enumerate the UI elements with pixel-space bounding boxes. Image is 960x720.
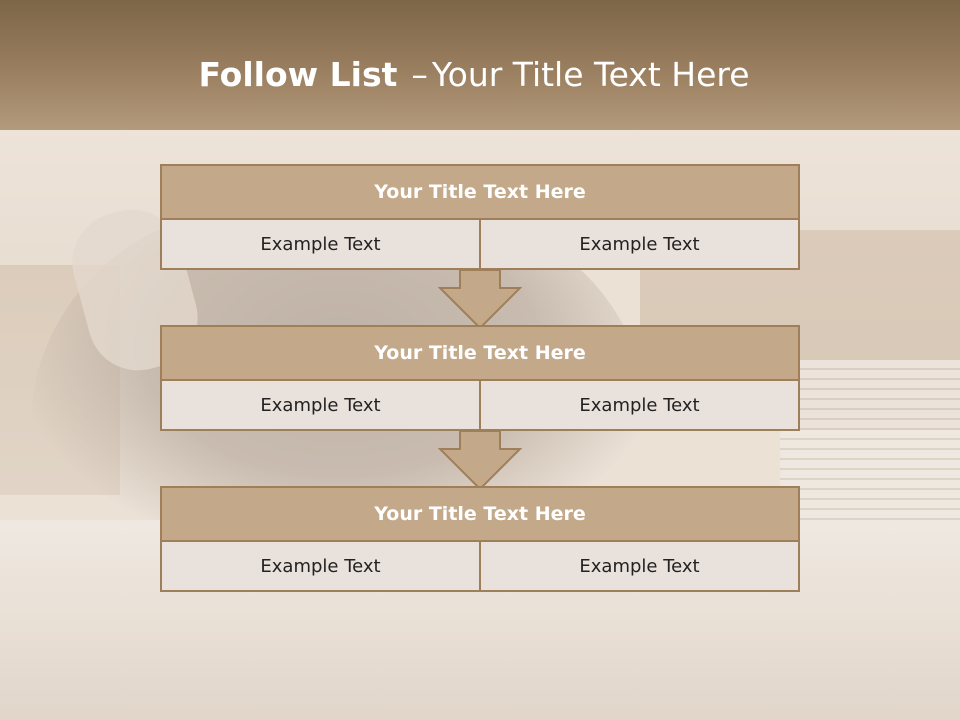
block-row: Example Text Example Text (160, 381, 800, 431)
list-block: Your Title Text Here Example Text Exampl… (160, 486, 800, 592)
list-block: Your Title Text Here Example Text Exampl… (160, 164, 800, 270)
block-cell[interactable]: Example Text (479, 220, 798, 268)
slide-title: Follow List–Your Title Text Here (0, 52, 954, 98)
block-row: Example Text Example Text (160, 542, 800, 592)
slide-title-separator: – (411, 55, 428, 94)
block-cell[interactable]: Example Text (162, 542, 479, 590)
down-arrow-icon (438, 431, 522, 491)
down-arrow-icon (438, 270, 522, 330)
block-cell[interactable]: Example Text (479, 381, 798, 429)
slide-title-rest: Your Title Text Here (431, 55, 750, 94)
slide-title-bold: Follow List (198, 55, 398, 94)
block-title[interactable]: Your Title Text Here (160, 164, 800, 220)
block-cell[interactable]: Example Text (479, 542, 798, 590)
block-title[interactable]: Your Title Text Here (160, 486, 800, 542)
block-title[interactable]: Your Title Text Here (160, 325, 800, 381)
block-cell[interactable]: Example Text (162, 381, 479, 429)
header-band (0, 0, 960, 130)
list-block: Your Title Text Here Example Text Exampl… (160, 325, 800, 431)
block-cell[interactable]: Example Text (162, 220, 479, 268)
block-row: Example Text Example Text (160, 220, 800, 270)
